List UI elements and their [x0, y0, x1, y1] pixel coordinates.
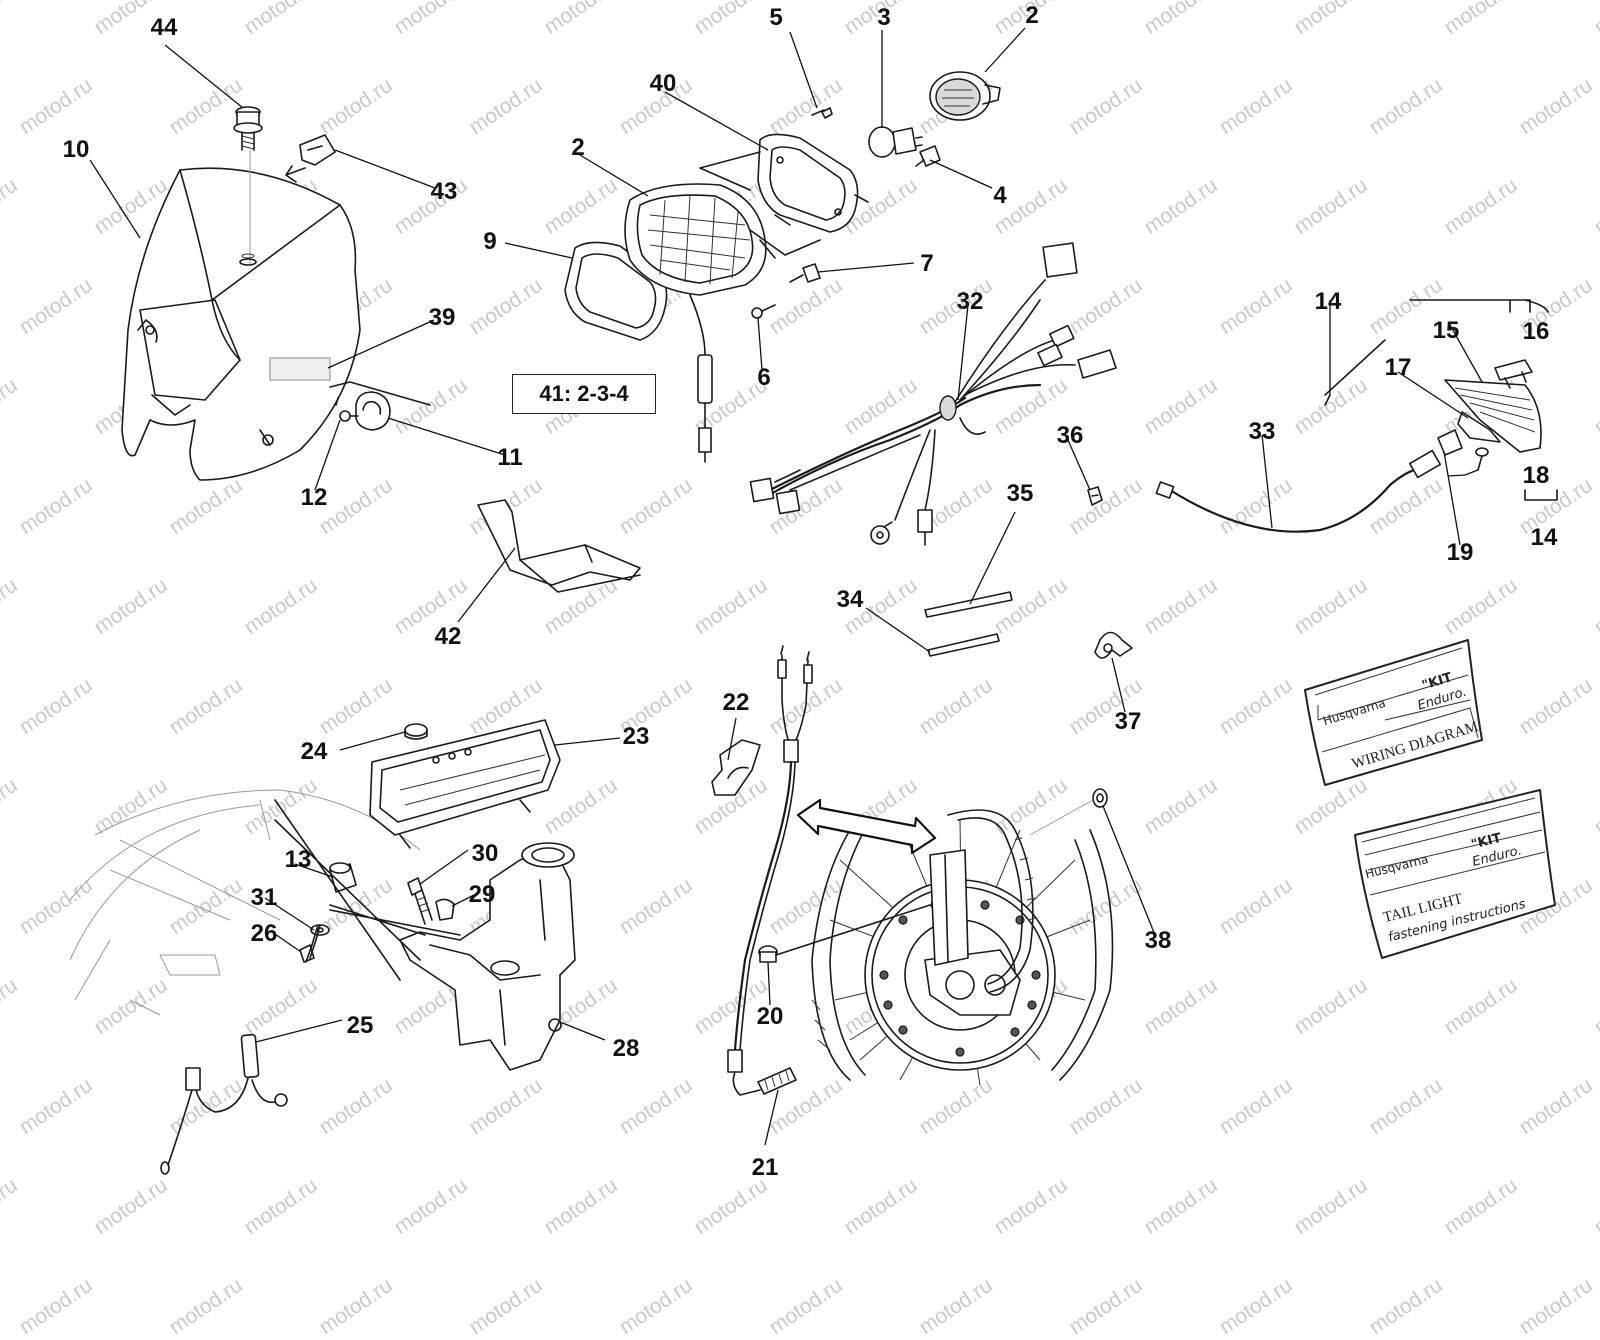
sensor-cable-25	[160, 1033, 288, 1175]
screw-5	[811, 107, 833, 119]
speed-sensor-cable-21	[727, 645, 813, 1096]
screw-12	[339, 410, 359, 422]
callout-label: 42	[434, 623, 462, 650]
watermark-text: motod.ru	[915, 1273, 997, 1340]
callout-label: 36	[1056, 422, 1084, 449]
bulb-4	[915, 145, 941, 167]
cable-tie-34	[927, 633, 1000, 657]
watermark-text: motod.ru	[165, 1273, 247, 1340]
callout-label: 31	[250, 884, 278, 911]
wiring-diagram-card	[1304, 639, 1483, 786]
connector-7	[789, 263, 821, 283]
callout-label: 40	[649, 70, 677, 97]
watermark-text: motod.ru	[765, 1273, 847, 1340]
callout-label: 4	[993, 182, 1007, 209]
callout-label: 9	[483, 228, 497, 255]
callout-label: 16	[1522, 318, 1550, 345]
clip-43	[285, 134, 336, 183]
cover-16	[1494, 359, 1533, 389]
tail-light-cable-33	[1155, 429, 1463, 533]
callout-label: 19	[1446, 539, 1474, 566]
clip-37	[1094, 631, 1133, 659]
direction-arrow	[796, 798, 937, 855]
callout-label: 37	[1114, 708, 1142, 735]
bulb-3	[868, 126, 923, 158]
bracket-17	[1457, 411, 1501, 443]
watermark-text: motod.ru	[1365, 1273, 1447, 1340]
callout-label: 35	[1006, 480, 1034, 507]
watermark-text: motod.ru	[15, 1273, 97, 1340]
callout-label: 15	[1432, 317, 1460, 344]
callout-label: 44	[150, 14, 178, 41]
callout-label: 20	[756, 1003, 784, 1030]
ring-38	[1029, 788, 1108, 836]
callout-label: 26	[250, 920, 278, 947]
callout-label: 21	[751, 1154, 779, 1181]
callout-label: 39	[428, 304, 456, 331]
callout-label: 33	[1248, 418, 1276, 445]
kit-reference-box: 41: 2-3-4	[512, 374, 656, 414]
screw-18	[1475, 447, 1489, 471]
cap-24	[404, 723, 428, 740]
callout-label: 30	[471, 840, 499, 867]
cable-tie-35	[924, 591, 1013, 618]
callout-label: 7	[920, 250, 934, 277]
taillight-card-kit: "KIT	[1470, 831, 1503, 853]
callout-label: 29	[468, 881, 496, 908]
callout-label: 23	[622, 723, 650, 750]
callout-label: 34	[836, 586, 864, 613]
callout-label: 2	[1025, 2, 1039, 29]
callout-label: 2	[571, 134, 585, 161]
tail-light-15	[1444, 379, 1542, 453]
exploded-parts-drawing: Husqvarna "KIT Enduro. WIRING DIAGRAM Hu…	[69, 27, 1558, 1175]
clip-22	[711, 739, 761, 796]
watermark-text: motod.ru	[465, 1273, 547, 1340]
callout-label: 22	[722, 689, 750, 716]
watermark-text: motod.ru	[1515, 1273, 1597, 1340]
callout-label: 10	[62, 136, 90, 163]
callout-label: 17	[1384, 354, 1412, 381]
bolt-30	[407, 877, 433, 925]
fork-yoke-outline	[69, 789, 421, 1016]
bracket-42	[477, 499, 641, 593]
callout-label: 25	[346, 1012, 374, 1039]
cap-29	[435, 898, 455, 921]
watermark-text: motod.ru	[1215, 1273, 1297, 1340]
callout-label: 32	[956, 288, 984, 315]
callout-label: 3	[877, 4, 891, 31]
triple-clamp-28	[399, 842, 576, 1071]
callout-label: 6	[757, 364, 771, 391]
speedometer-23	[369, 719, 561, 849]
front-wheel	[811, 809, 1114, 1086]
tail-light-card	[1354, 789, 1556, 959]
callout-label: 5	[769, 4, 783, 31]
bolt-20	[758, 904, 931, 963]
callout-label: 18	[1522, 462, 1550, 489]
wiring-harness-32	[749, 242, 1117, 546]
headlight-unit-2	[624, 183, 776, 463]
callout-label: 24	[300, 738, 328, 765]
bolt-44	[233, 106, 263, 151]
headlight-fairing	[121, 150, 361, 481]
watermark-text: motod.ru	[315, 1273, 397, 1340]
callout-label: 14	[1314, 288, 1342, 315]
callout-label: 28	[612, 1035, 640, 1062]
callout-label: 11	[497, 444, 523, 471]
callout-label: 38	[1144, 927, 1172, 954]
watermark-text: motod.ru	[615, 1273, 697, 1340]
bolt-26	[299, 924, 321, 963]
headlight-socket-2	[929, 71, 1001, 121]
rubber-13	[329, 862, 357, 893]
callout-label: 43	[430, 178, 458, 205]
leader-lines	[89, 27, 1483, 1146]
headlight-housing-40	[757, 133, 869, 233]
clip-36	[1087, 486, 1103, 506]
callout-label: 13	[284, 846, 312, 873]
watermark-text: motod.ru	[1065, 1273, 1147, 1340]
clamp-11	[329, 381, 431, 431]
callout-label: 12	[300, 484, 328, 511]
callout-label: 14	[1530, 524, 1558, 551]
screw-6	[751, 304, 776, 319]
